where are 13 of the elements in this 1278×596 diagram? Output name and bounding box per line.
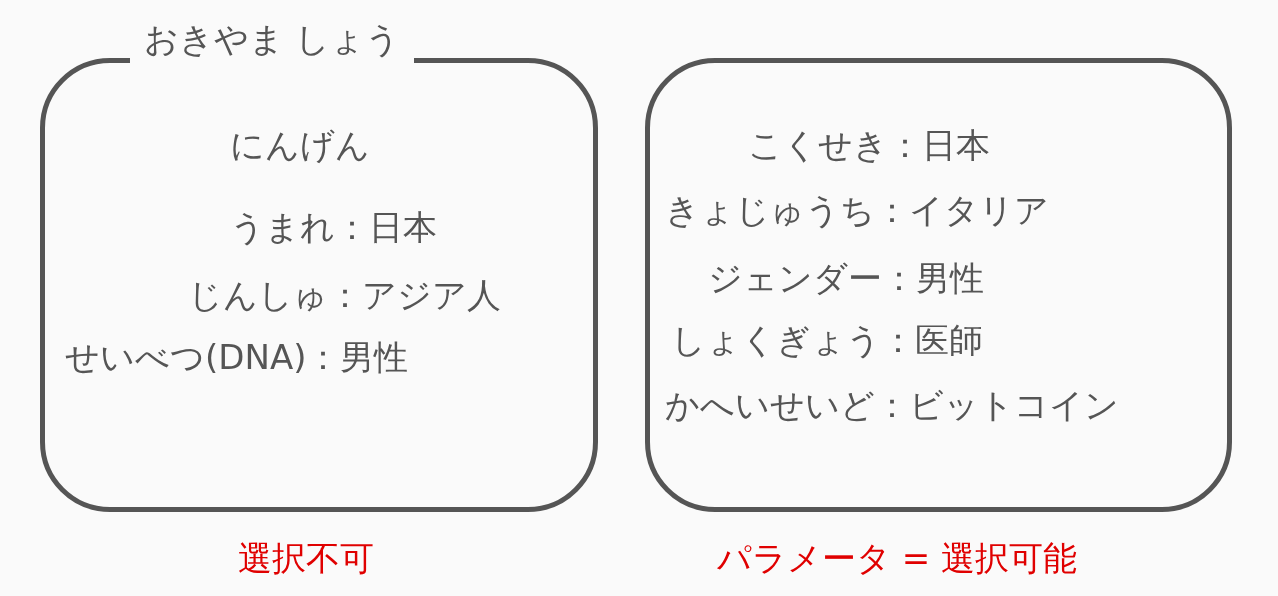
caption-text: 選択不可 xyxy=(238,538,374,578)
caption-text: パラメータ = 選択可能 xyxy=(717,538,1078,578)
status-text: にんげん xyxy=(230,125,370,165)
status-text: うまれ：日本 xyxy=(230,207,437,247)
status-text: こくせき：日本 xyxy=(748,125,990,165)
status-text: きょじゅうち：イタリア xyxy=(665,190,1049,230)
status-text: せいべつ(DNA)：男性 xyxy=(65,337,409,377)
status-text: じんしゅ：アジア人 xyxy=(188,275,501,315)
status-text: かへいせいど：ビットコイン xyxy=(665,385,1119,425)
status-text: ジェンダー：男性 xyxy=(708,258,984,298)
status-text: しょくぎょう：医師 xyxy=(671,320,983,360)
panel-title: おきやま しょう xyxy=(143,19,401,59)
status-panel xyxy=(645,58,1232,512)
